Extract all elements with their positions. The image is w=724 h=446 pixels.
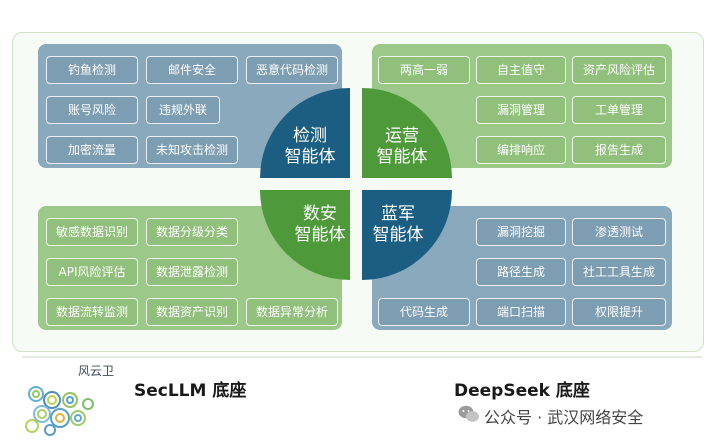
blue-team-agent-line2: 智能体 <box>372 225 424 245</box>
tag-phishing-detection: 钓鱼检测 <box>46 56 138 84</box>
tag-api-risk-assessment: API风险评估 <box>46 258 138 286</box>
tag-unknown-attack-detection: 未知攻击检测 <box>146 136 238 164</box>
tag-data-leak-detection: 数据泄露检测 <box>146 258 238 286</box>
tag-malware-detection: 恶意代码检测 <box>246 56 338 84</box>
data-security-agent-line1: 数安 <box>303 204 337 224</box>
tag-orchestration-response: 编排响应 <box>476 136 566 164</box>
tag-privilege-escalation: 权限提升 <box>572 298 666 326</box>
tag-report-generation: 报告生成 <box>572 136 666 164</box>
tag-data-asset-identification: 数据资产识别 <box>146 298 238 326</box>
data-security-agent-label: 数安 智能体 <box>278 204 362 246</box>
tag-email-security: 邮件安全 <box>146 56 238 84</box>
tag-data-classification: 数据分级分类 <box>146 218 238 246</box>
tag-data-anomaly-analysis: 数据异常分析 <box>246 298 338 326</box>
watermark-text: 公众号 · 武汉网络安全 <box>484 408 644 427</box>
tag-encrypted-traffic: 加密流量 <box>46 136 138 164</box>
tag-vulnerability-mining: 漏洞挖掘 <box>476 218 566 246</box>
detection-agent-line2: 智能体 <box>284 147 336 167</box>
base-bar <box>0 352 724 446</box>
operations-agent-line1: 运营 <box>385 126 419 146</box>
tag-autonomous-watch: 自主值守 <box>476 56 566 84</box>
secllm-base-label: SecLLM 底座 <box>134 381 247 401</box>
detection-agent-label: 检测 智能体 <box>268 126 352 168</box>
blue-team-agent-label: 蓝军 智能体 <box>356 204 440 246</box>
wechat-icon <box>458 405 479 422</box>
tag-social-engineering-tool-generation: 社工工具生成 <box>572 258 666 286</box>
tag-code-generation: 代码生成 <box>378 298 470 326</box>
divider <box>22 356 702 358</box>
tag-path-generation: 路径生成 <box>476 258 566 286</box>
tag-sensitive-data-identification: 敏感数据识别 <box>46 218 138 246</box>
detection-agent-line1: 检测 <box>293 126 327 146</box>
tag-asset-risk-assessment: 资产风险评估 <box>572 56 666 84</box>
tag-account-risk: 账号风险 <box>46 96 138 124</box>
tag-vulnerability-management: 漏洞管理 <box>476 96 566 124</box>
brand-name: 风云卫 <box>78 364 115 378</box>
data-security-agent-line2: 智能体 <box>294 225 346 245</box>
blue-team-agent-line1: 蓝军 <box>381 204 415 224</box>
tag-illegal-outreach: 违规外联 <box>146 96 220 124</box>
tag-ticket-management: 工单管理 <box>572 96 666 124</box>
tag-two-high-one-weak: 两高一弱 <box>378 56 470 84</box>
operations-agent-label: 运营 智能体 <box>360 126 444 168</box>
tag-data-flow-monitoring: 数据流转监测 <box>46 298 138 326</box>
tag-penetration-testing: 渗透测试 <box>572 218 666 246</box>
fengyunwei-logo-icon <box>25 386 94 436</box>
operations-agent-line2: 智能体 <box>376 147 428 167</box>
tag-port-scanning: 端口扫描 <box>476 298 566 326</box>
deepseek-base-label: DeepSeek 底座 <box>454 381 590 401</box>
